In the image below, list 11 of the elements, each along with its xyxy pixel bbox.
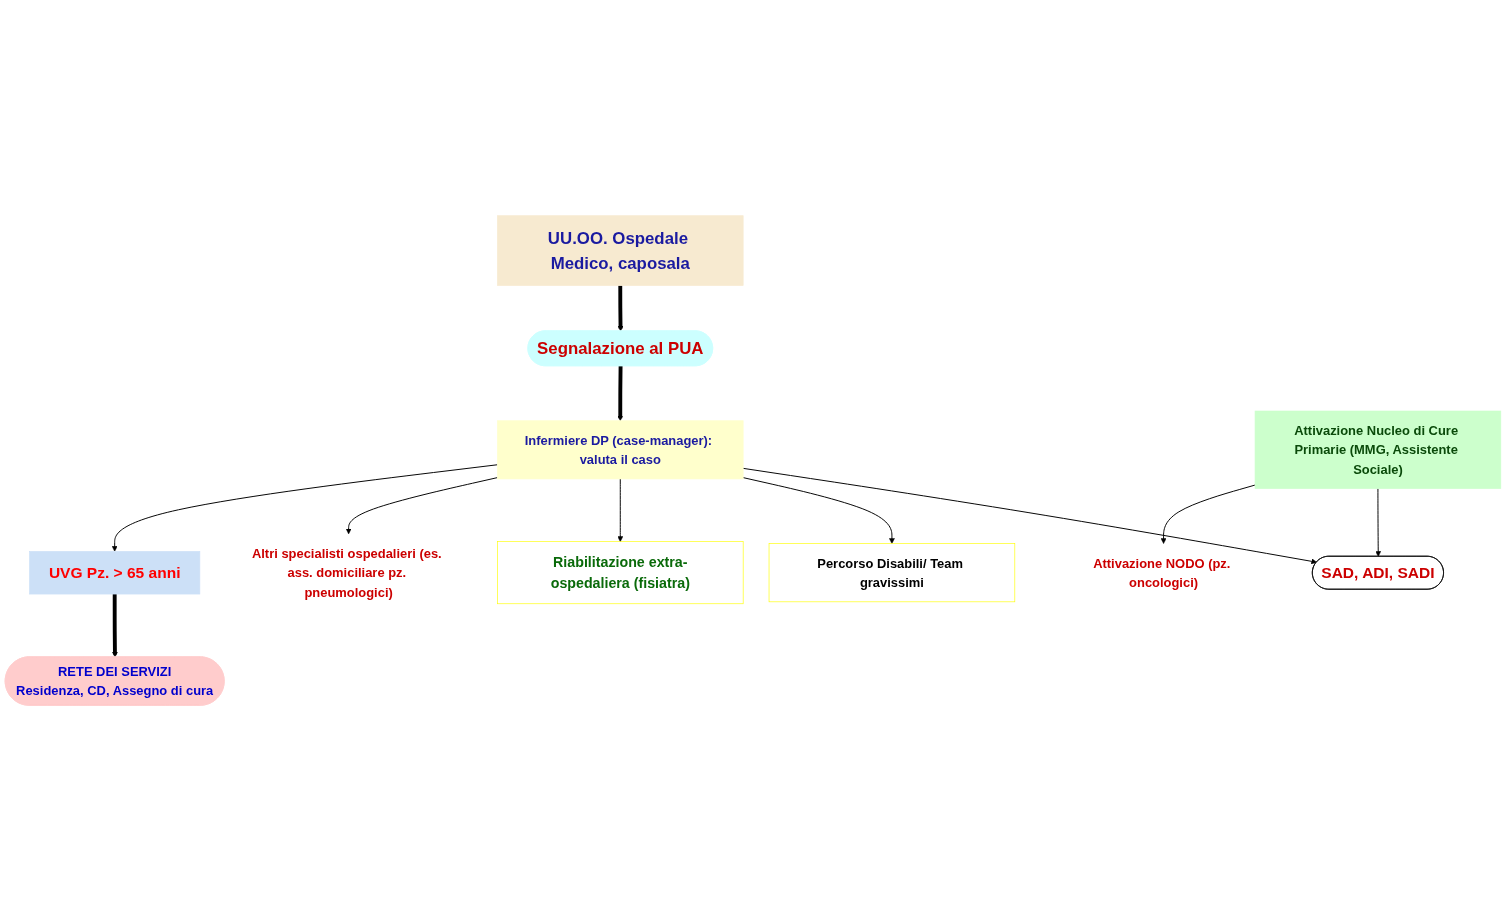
node-box: Riabilitazione extra-ospedaliera (fisiatra) (497, 541, 744, 605)
node-box: Infermiere DP (case-manager): valuta il caso (497, 420, 744, 480)
node-text: Attivazione NODO (pz. oncologici) (1093, 555, 1231, 590)
node-box: UVG Pz. > 65 anni (29, 551, 201, 595)
node-box: Attivazione Nucleo di Cure Primarie (MMG, Assistente Sociale) (1254, 410, 1502, 489)
arrow (112, 594, 118, 658)
arrow (617, 366, 624, 421)
node-box: Percorso Disabili/ Team gravissimi (768, 543, 1016, 603)
arrow (617, 285, 624, 332)
node-box: UU.OO. Ospedale Medico, caposala (497, 215, 744, 286)
node-text: Altri specialisti ospedalieri (es. ass. domiciliare pz. pneumologici) (251, 546, 442, 600)
